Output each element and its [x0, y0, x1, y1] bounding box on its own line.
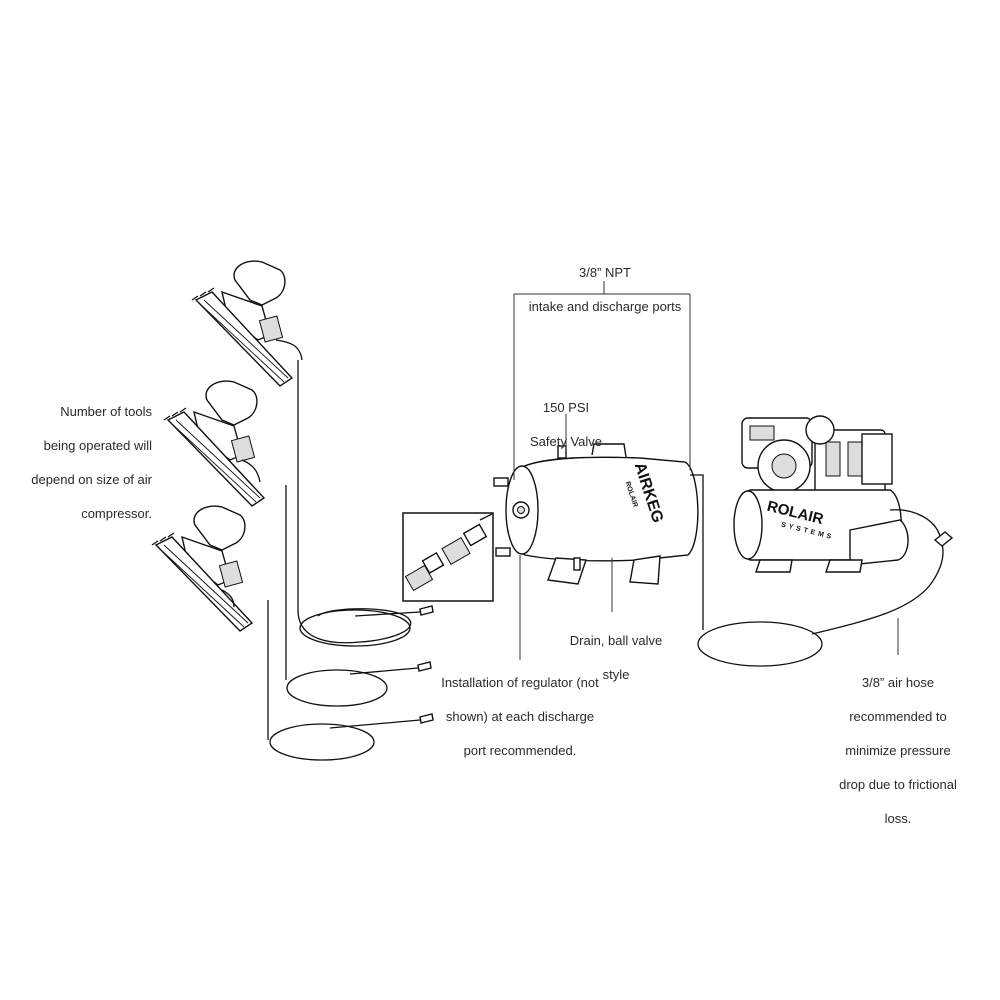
callout-lines	[519, 414, 899, 660]
npt-ports-label: 3/8” NPT intake and discharge ports	[528, 265, 682, 314]
tool-hose-middle	[285, 485, 432, 707]
tools-note-label: Number of tools being operated will depe…	[31, 404, 152, 521]
safety-valve-label: 150 PSI Safety Valve	[529, 400, 603, 449]
nail-gun-middle	[163, 380, 266, 507]
air-tank: AIRKEG ROLAIR	[493, 443, 699, 585]
supply-hose	[690, 474, 954, 667]
drain-label: Drain, ball valve style	[569, 633, 663, 682]
coupler-detail	[402, 512, 494, 602]
tool-hose-bottom	[267, 600, 434, 761]
gas-compressor: ROLAIR SYSTEMS	[733, 415, 941, 573]
npt-bracket	[513, 281, 691, 480]
regulator-label: Installation of regulator (not shown) at…	[441, 675, 599, 758]
air-hose-label: 3/8” air hose recommended to minimize pr…	[839, 675, 957, 826]
nail-gun-top	[191, 260, 303, 387]
tool-hose-top	[297, 360, 434, 647]
nail-gun-bottom	[151, 505, 254, 632]
